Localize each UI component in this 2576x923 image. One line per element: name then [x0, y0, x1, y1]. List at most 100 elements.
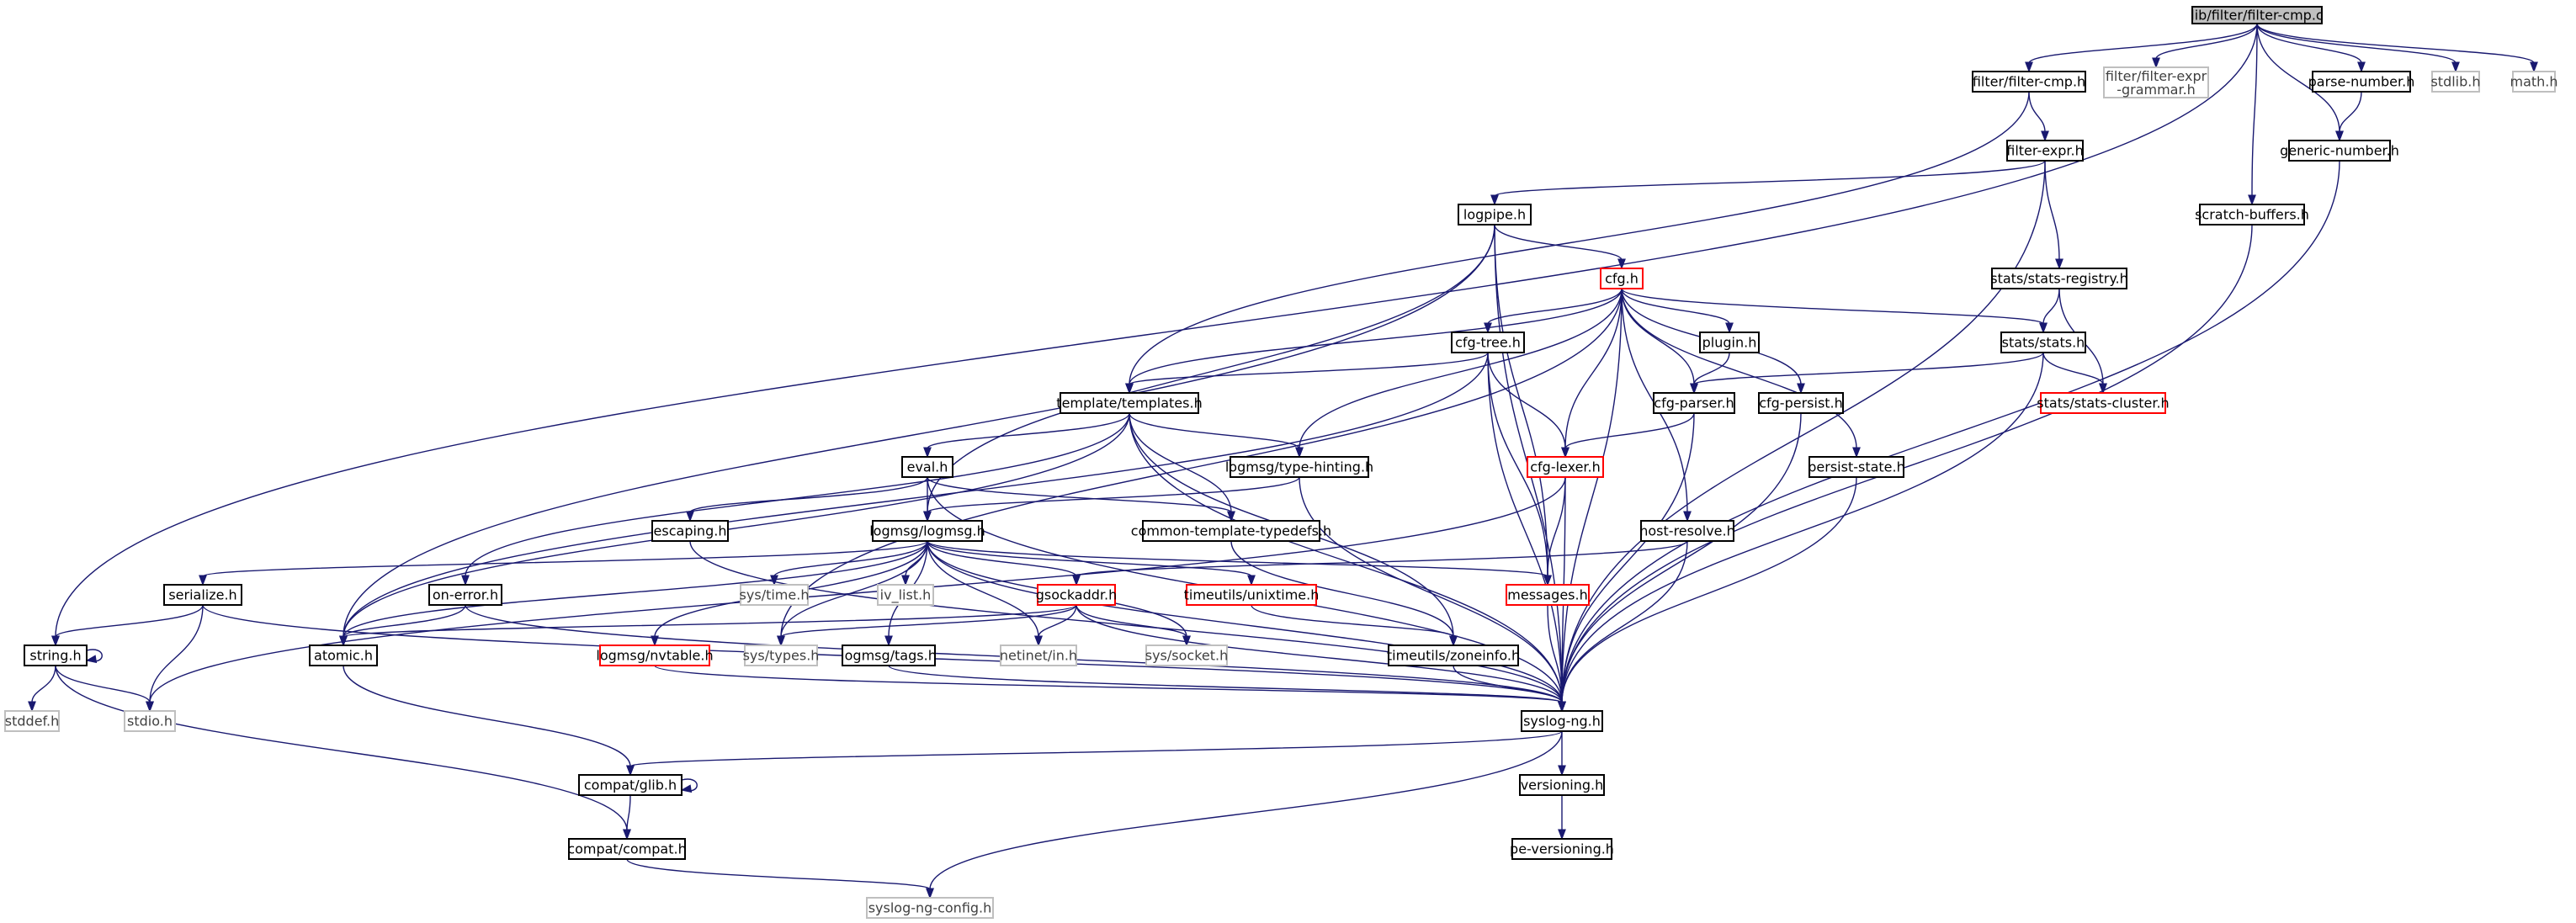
- node-escaping-h[interactable]: escaping.h: [651, 520, 729, 542]
- node-plugin-h-box[interactable]: [1699, 332, 1760, 353]
- node-netinet-in-h-box[interactable]: [1000, 645, 1077, 666]
- node-persist-state-h-box[interactable]: [1809, 456, 1904, 478]
- node-timeutils-unixtime-h-box[interactable]: [1186, 584, 1317, 606]
- node-string-h-box[interactable]: [24, 645, 88, 666]
- node-common-template-typedefs-h[interactable]: common-template-typedefs.h: [1131, 520, 1331, 542]
- node-template-templates-h-box[interactable]: [1060, 392, 1199, 414]
- node-logpipe-h-box[interactable]: [1458, 204, 1532, 225]
- node-stats-stats-h-box[interactable]: [2000, 332, 2086, 353]
- node-messages-h[interactable]: messages.h: [1506, 584, 1590, 606]
- node-versioning-h-box[interactable]: [1519, 774, 1605, 796]
- node-stats-stats-cluster-h-box[interactable]: [2040, 392, 2166, 414]
- node-escaping-h-box[interactable]: [651, 520, 729, 542]
- node-serialize-h-box[interactable]: [163, 584, 242, 606]
- node-compat-compat-h[interactable]: compat/compat.h: [567, 838, 687, 860]
- node-stats-stats-registry-h[interactable]: stats/stats-registry.h: [1990, 268, 2128, 289]
- node-timeutils-unixtime-h[interactable]: timeutils/unixtime.h: [1184, 584, 1320, 606]
- node-logmsg-nvtable-h-box[interactable]: [599, 645, 710, 666]
- node-atomic-h[interactable]: atomic.h: [309, 645, 378, 666]
- node-pe-versioning-h[interactable]: pe-versioning.h: [1510, 838, 1614, 860]
- node-iv-list-h-box[interactable]: [877, 584, 934, 606]
- node-stdlib-h-box[interactable]: [2431, 71, 2480, 93]
- node-host-resolve-h-box[interactable]: [1640, 520, 1734, 542]
- node-host-resolve-h[interactable]: host-resolve.h: [1639, 520, 1735, 542]
- node-logmsg-tags-h-box[interactable]: [842, 645, 936, 666]
- node-parse-number-h-box[interactable]: [2312, 71, 2411, 93]
- node-timeutils-zoneinfo-h[interactable]: timeutils/zoneinfo.h: [1387, 645, 1520, 666]
- node-stddef-h-box[interactable]: [4, 710, 60, 732]
- node-compat-compat-h-box[interactable]: [568, 838, 686, 860]
- node-pe-versioning-h-box[interactable]: [1511, 838, 1612, 860]
- node-timeutils-zoneinfo-h-box[interactable]: [1388, 645, 1519, 666]
- node-plugin-h[interactable]: plugin.h: [1699, 332, 1760, 353]
- node-logmsg-tags-h[interactable]: logmsg/tags.h: [841, 645, 937, 666]
- node-cfg-lexer-h-box[interactable]: [1527, 456, 1604, 478]
- node-filter-expr-grammar-h-box[interactable]: [2103, 66, 2209, 98]
- node-cfg-parser-h[interactable]: cfg-parser.h: [1653, 392, 1735, 414]
- node-stats-stats-registry-h-box[interactable]: [1991, 268, 2127, 289]
- node-cfg-tree-h[interactable]: cfg-tree.h: [1451, 332, 1525, 353]
- node-stdlib-h[interactable]: stdlib.h: [2430, 71, 2481, 93]
- node-netinet-in-h[interactable]: netinet/in.h: [1000, 645, 1077, 666]
- node-logmsg-type-hinting-h-box[interactable]: [1230, 456, 1369, 478]
- node-compat-glib-h[interactable]: compat/glib.h: [578, 774, 683, 796]
- node-root[interactable]: lib/filter/filter-cmp.c: [2191, 6, 2324, 24]
- node-persist-state-h[interactable]: persist-state.h: [1808, 456, 1905, 478]
- node-common-template-typedefs-h-box[interactable]: [1142, 520, 1320, 542]
- node-logmsg-nvtable-h[interactable]: logmsg/nvtable.h: [596, 645, 714, 666]
- node-scratch-buffers-h[interactable]: scratch-buffers.h: [2195, 204, 2309, 225]
- node-serialize-h[interactable]: serialize.h: [163, 584, 242, 606]
- node-scratch-buffers-h-box[interactable]: [2199, 204, 2305, 225]
- node-math-h[interactable]: math.h: [2510, 71, 2558, 93]
- node-filter-expr-h-box[interactable]: [2006, 140, 2084, 162]
- node-stats-stats-cluster-h[interactable]: stats/stats-cluster.h: [2037, 392, 2170, 414]
- node-filter-expr-grammar-h[interactable]: filter/filter-expr-grammar.h: [2103, 66, 2209, 98]
- node-versioning-h[interactable]: versioning.h: [1519, 774, 1605, 796]
- node-iv-list-h[interactable]: iv_list.h: [877, 584, 934, 606]
- node-sys-time-h-box[interactable]: [740, 584, 809, 606]
- node-generic-number-h[interactable]: generic-number.h: [2280, 140, 2399, 162]
- node-syslog-ng-config-h-box[interactable]: [866, 897, 994, 919]
- node-cfg-h-box[interactable]: [1600, 268, 1644, 289]
- node-sys-socket-h-box[interactable]: [1145, 645, 1228, 666]
- node-logpipe-h[interactable]: logpipe.h: [1458, 204, 1532, 225]
- node-filter-cmp-h[interactable]: filter/filter-cmp.h: [1972, 71, 2086, 93]
- node-cfg-persist-h-box[interactable]: [1758, 392, 1844, 414]
- node-template-templates-h[interactable]: template/templates.h: [1056, 392, 1203, 414]
- node-cfg-parser-h-box[interactable]: [1653, 392, 1735, 414]
- node-string-h[interactable]: string.h: [24, 645, 88, 666]
- node-cfg-persist-h[interactable]: cfg-persist.h: [1758, 392, 1844, 414]
- node-eval-h[interactable]: eval.h: [901, 456, 953, 478]
- node-sys-socket-h[interactable]: sys/socket.h: [1145, 645, 1229, 666]
- node-syslog-ng-h-box[interactable]: [1521, 710, 1603, 732]
- node-syslog-ng-h[interactable]: syslog-ng.h: [1521, 710, 1603, 732]
- node-sys-time-h[interactable]: sys/time.h: [740, 584, 810, 606]
- node-atomic-h-box[interactable]: [309, 645, 378, 666]
- node-cfg-h[interactable]: cfg.h: [1600, 268, 1644, 289]
- node-syslog-ng-config-h[interactable]: syslog-ng-config.h: [866, 897, 994, 919]
- node-gsockaddr-h[interactable]: gsockaddr.h: [1036, 584, 1118, 606]
- node-on-error-h[interactable]: on-error.h: [428, 584, 502, 606]
- node-logmsg-logmsg-h[interactable]: logmsg/logmsg.h: [869, 520, 985, 542]
- node-compat-glib-h-box[interactable]: [578, 774, 683, 796]
- node-cfg-lexer-h[interactable]: cfg-lexer.h: [1527, 456, 1604, 478]
- node-eval-h-box[interactable]: [901, 456, 953, 478]
- node-stats-stats-h[interactable]: stats/stats.h: [2000, 332, 2086, 353]
- node-messages-h-box[interactable]: [1506, 584, 1590, 606]
- node-cfg-tree-h-box[interactable]: [1451, 332, 1525, 353]
- node-on-error-h-box[interactable]: [428, 584, 502, 606]
- node-generic-number-h-box[interactable]: [2288, 140, 2391, 162]
- node-gsockaddr-h-box[interactable]: [1037, 584, 1116, 606]
- node-math-h-box[interactable]: [2512, 71, 2556, 93]
- node-stdio-h-box[interactable]: [124, 710, 176, 732]
- node-stddef-h[interactable]: stddef.h: [4, 710, 60, 732]
- node-logmsg-type-hinting-h[interactable]: logmsg/type-hinting.h: [1225, 456, 1373, 478]
- node-sys-types-h-box[interactable]: [744, 645, 818, 666]
- node-root-box[interactable]: [2191, 6, 2323, 24]
- node-sys-types-h[interactable]: sys/types.h: [743, 645, 820, 666]
- node-filter-cmp-h-box[interactable]: [1972, 71, 2086, 93]
- node-parse-number-h[interactable]: parse-number.h: [2308, 71, 2415, 93]
- node-filter-expr-h[interactable]: filter-expr.h: [2006, 140, 2084, 162]
- node-stdio-h[interactable]: stdio.h: [124, 710, 176, 732]
- node-logmsg-logmsg-h-box[interactable]: [872, 520, 983, 542]
